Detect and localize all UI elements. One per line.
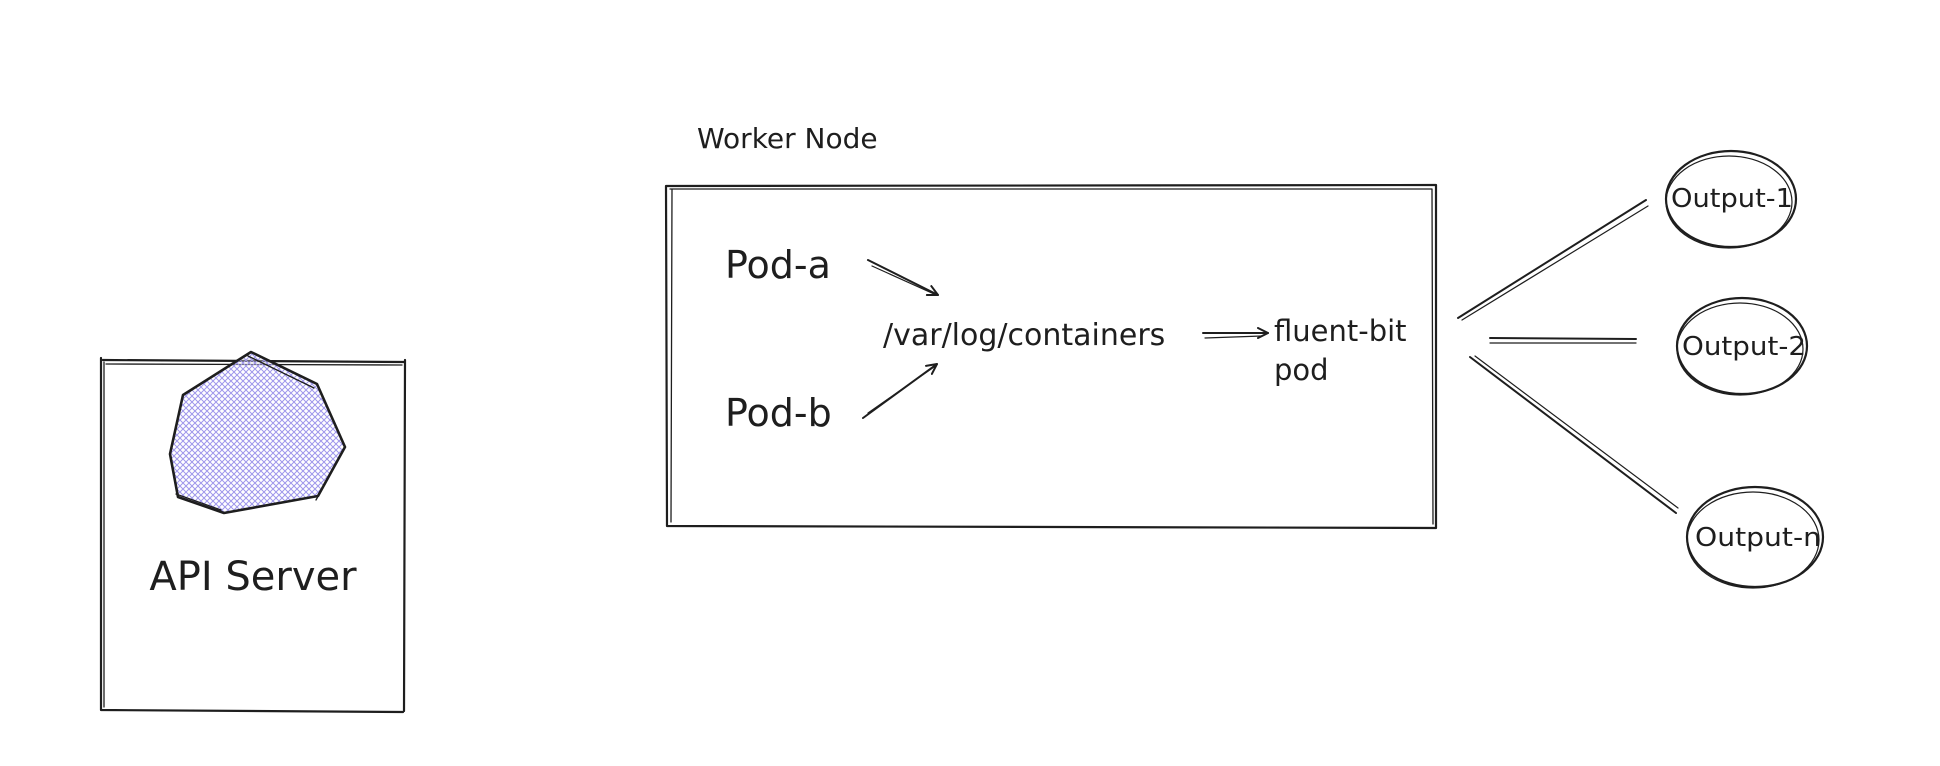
- output-1-label: Output-1: [1671, 184, 1793, 214]
- fluent-bit-label-line1: fluent-bit: [1274, 314, 1407, 348]
- connector-output-n: [1469, 355, 1679, 514]
- connector-output-1: [1457, 199, 1649, 321]
- output-2-node: [1675, 296, 1809, 396]
- pod-b-arrow: [862, 363, 938, 419]
- output-2-label: Output-2: [1682, 332, 1806, 362]
- output-n-label: Output-n: [1695, 523, 1821, 553]
- worker-node-box: [664, 183, 1438, 530]
- connector-output-2: [1489, 337, 1637, 344]
- pod-a-label: Pod-a: [725, 243, 831, 287]
- log-path-label: /var/log/containers: [883, 318, 1165, 353]
- pod-b-label: Pod-b: [725, 391, 832, 435]
- output-n-node: [1685, 485, 1825, 589]
- kubernetes-heptagon-icon: [168, 350, 347, 515]
- pod-a-arrow: [867, 259, 939, 296]
- fluent-bit-label-line2: pod: [1274, 353, 1329, 387]
- output-1-node: [1664, 149, 1798, 249]
- worker-node-title: Worker Node: [697, 122, 878, 155]
- log-to-fluent-bit-arrow: [1202, 327, 1269, 339]
- api-server-label: API Server: [149, 554, 357, 600]
